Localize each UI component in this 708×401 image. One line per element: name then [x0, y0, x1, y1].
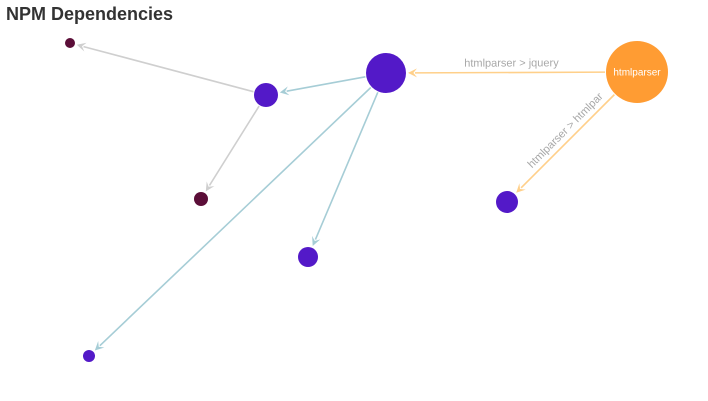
edges: htmlparser > jquery htmlparser > htmlpar [76, 42, 615, 351]
chart-title: NPM Dependencies [6, 4, 174, 24]
node-n_center[interactable] [298, 247, 318, 267]
edge-htmlparser-to-jquery[interactable] [414, 71, 606, 74]
nodes: htmlparser [65, 38, 668, 362]
arrowhead [205, 181, 215, 192]
node-label: htmlparser [613, 68, 661, 79]
node-n_mid[interactable] [254, 83, 278, 107]
edge-n_mid-to-n_topleft[interactable] [83, 45, 254, 93]
edge-label: htmlparser > htmlpar [526, 90, 606, 170]
arrowhead [408, 68, 417, 78]
arrowhead [516, 183, 526, 193]
edge-htmlparser-to-n_right[interactable] [520, 94, 615, 189]
arrowhead [312, 235, 321, 246]
edge-jquery-to-n_bottomleft[interactable] [99, 86, 372, 347]
node-htmlparser[interactable] [606, 41, 668, 103]
arrowhead [94, 341, 105, 351]
node-n_right[interactable] [496, 191, 518, 213]
node-jquery[interactable] [366, 53, 406, 93]
edge-jquery-to-n_mid[interactable] [286, 76, 366, 92]
edge-jquery-to-n_center[interactable] [314, 92, 379, 240]
node-n_bottomleft[interactable] [83, 350, 95, 362]
arrowhead [76, 42, 87, 52]
arrowhead [279, 86, 290, 96]
node-n_topleft[interactable] [65, 38, 75, 48]
node-n_midleft[interactable] [194, 192, 208, 206]
edge-label: htmlparser > jquery [464, 57, 559, 69]
edge-n_mid-to-n_midleft[interactable] [208, 105, 260, 186]
